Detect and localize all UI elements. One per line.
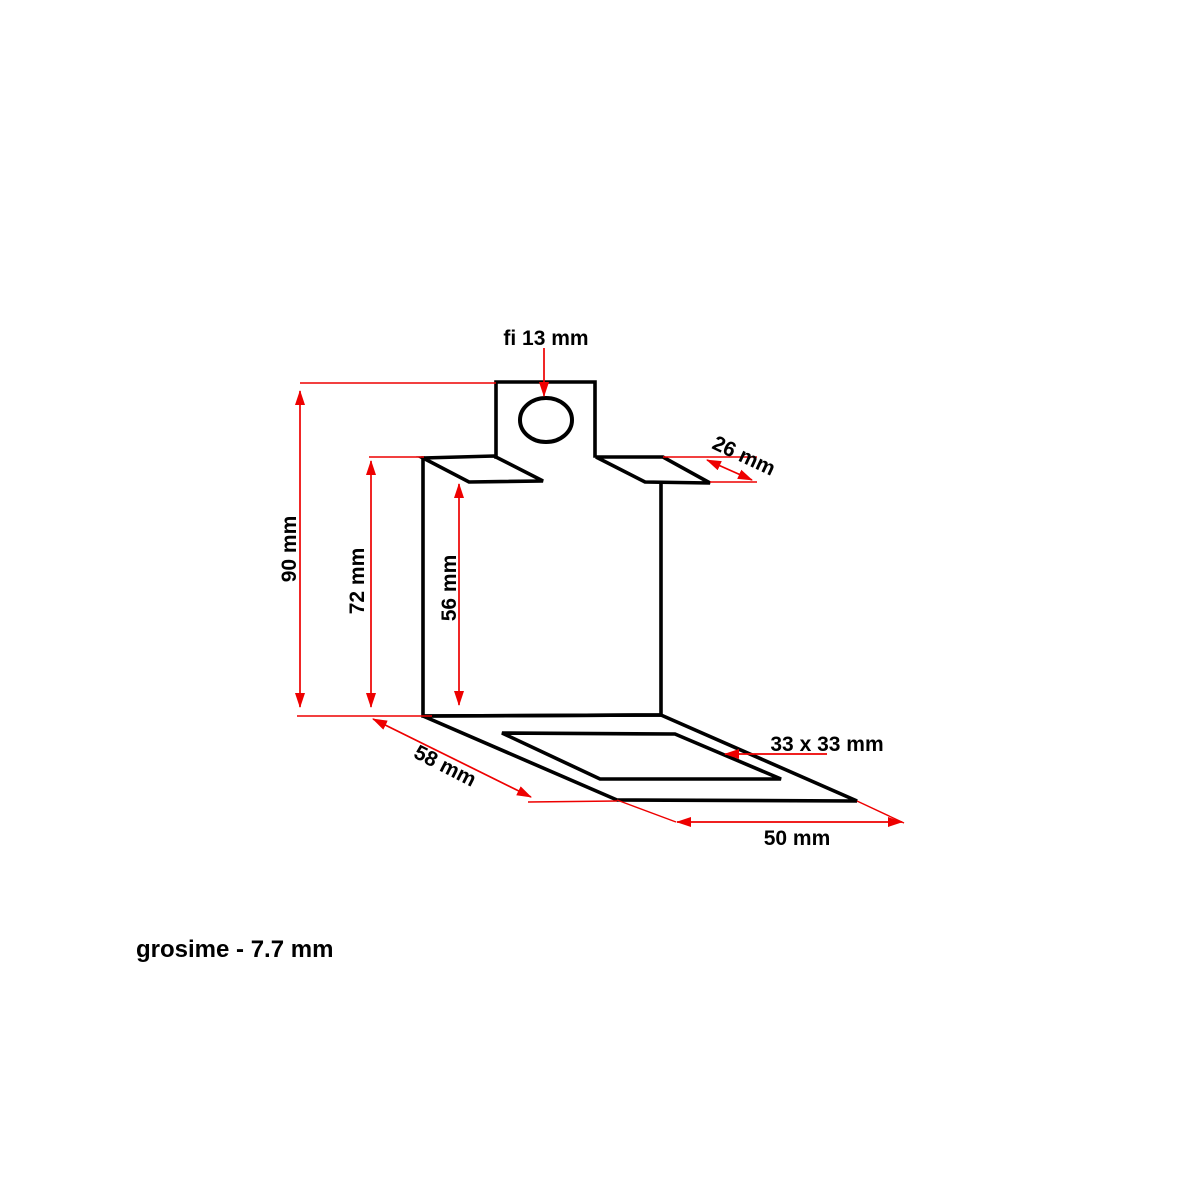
hole-diameter-label: fi 13 mm bbox=[503, 327, 588, 350]
base-plate-outline bbox=[422, 713, 858, 803]
base-cutout bbox=[501, 731, 782, 781]
inner-height-label: 56 mm bbox=[438, 555, 461, 622]
base-depth-label: 58 mm bbox=[410, 741, 480, 792]
ext-base-width-right bbox=[856, 800, 905, 824]
mounting-tab bbox=[494, 380, 597, 459]
ext-base-corner-left bbox=[527, 800, 618, 803]
bracket-outline-group bbox=[416, 380, 858, 803]
plate-height-label: 72 mm bbox=[346, 548, 369, 615]
cutout-size-label: 33 x 33 mm bbox=[770, 733, 883, 756]
base-width-label: 50 mm bbox=[764, 827, 831, 850]
dimension-lines-group bbox=[295, 348, 903, 827]
left-top-flap bbox=[416, 454, 544, 484]
right-top-flap bbox=[595, 455, 711, 485]
hole-ellipse bbox=[518, 396, 574, 444]
dim-base-depth-line bbox=[372, 718, 532, 798]
extension-lines-group bbox=[297, 382, 905, 824]
total-height-label: 90 mm bbox=[278, 516, 301, 583]
ext-base-width-left bbox=[616, 799, 677, 823]
dimension-labels-group: fi 13 mm 90 mm 72 mm 56 mm 26 mm 58 mm 3… bbox=[136, 327, 884, 963]
flap-depth-label: 26 mm bbox=[709, 432, 779, 481]
thickness-note: grosime - 7.7 mm bbox=[136, 936, 333, 963]
dim-flap-depth-line bbox=[706, 459, 753, 481]
